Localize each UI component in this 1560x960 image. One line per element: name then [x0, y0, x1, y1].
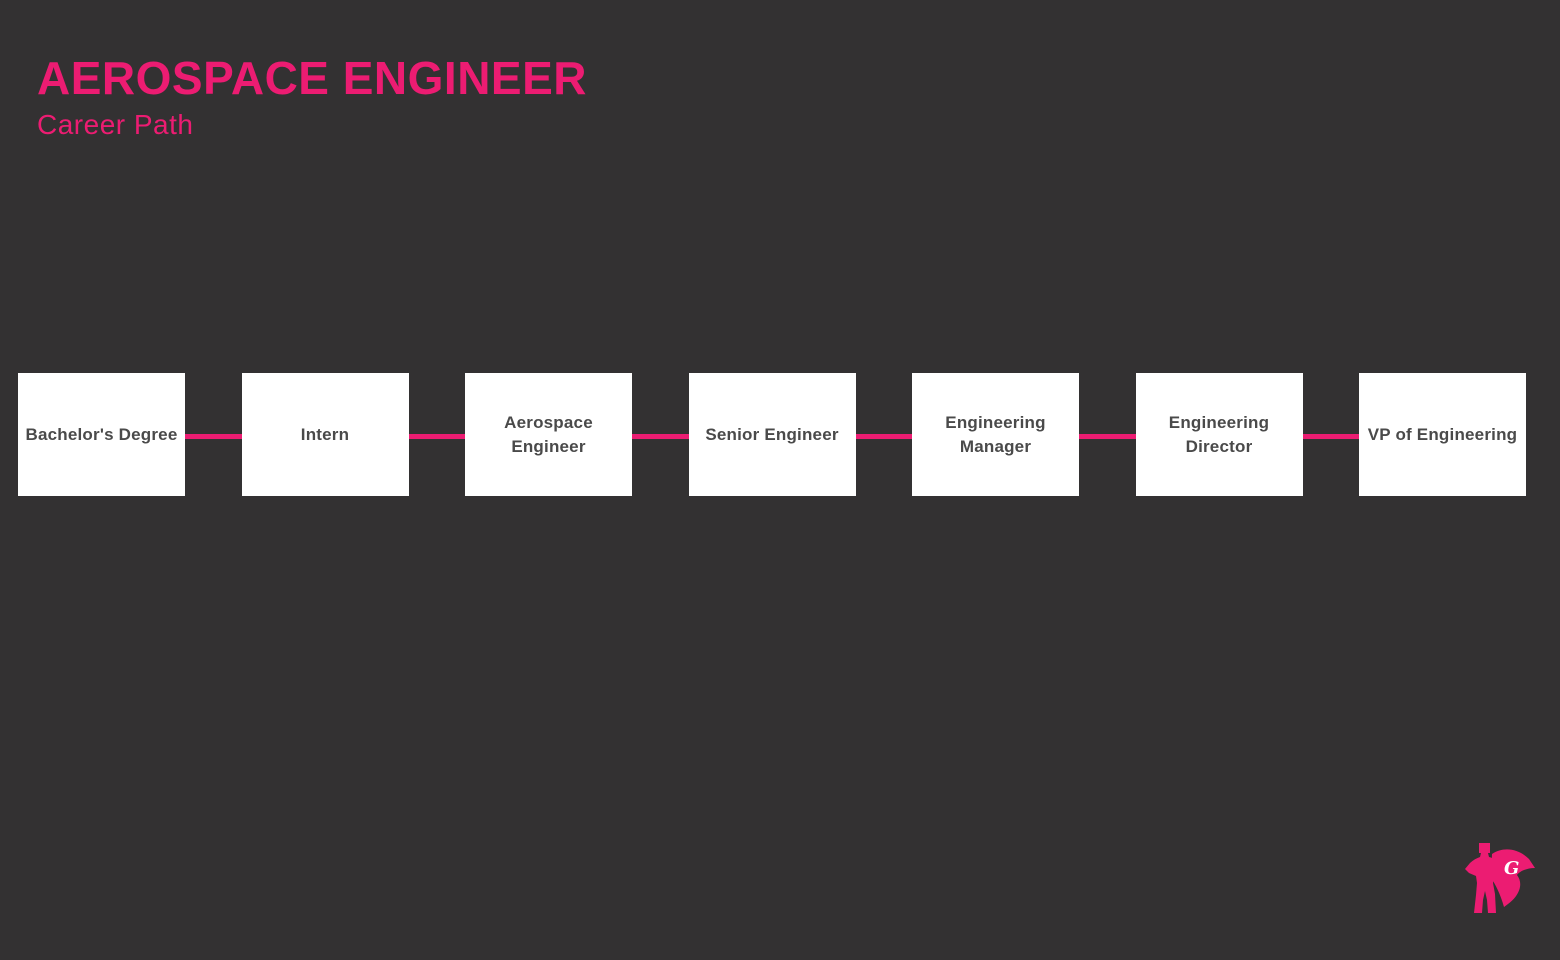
career-step-label: Bachelor's Degree [25, 424, 178, 444]
career-step-card: VP of Engineering [1359, 373, 1526, 496]
career-step-label: Senior Engineer [705, 424, 839, 444]
career-steps-row: Bachelor's Degree Intern Aerospace Engin… [18, 373, 1526, 496]
career-step-card: Senior Engineer [688, 373, 856, 496]
career-path-flow: Bachelor's Degree Intern Aerospace Engin… [18, 373, 1526, 496]
header: AEROSPACE ENGINEER Career Path [37, 54, 587, 141]
page-title: AEROSPACE ENGINEER [37, 52, 588, 104]
career-step-label: VP of Engineering [1367, 424, 1518, 444]
career-step-label: Engineering Director [1168, 412, 1270, 456]
career-step-card: Bachelor's Degree [18, 373, 185, 496]
career-step-label: Aerospace Engineer [504, 412, 593, 456]
career-step-card: Engineering Manager [912, 373, 1079, 496]
career-step-label: Engineering Manager [945, 412, 1046, 456]
career-step-card: Engineering Director [1135, 373, 1303, 496]
superhero-mascot-icon: G [1465, 843, 1535, 913]
logo-letter: G [1504, 858, 1519, 879]
career-step-label: Intern [300, 424, 350, 444]
career-step-card: Aerospace Engineer [465, 373, 632, 496]
page-subtitle: Career Path [37, 109, 194, 141]
career-step-card: Intern [241, 373, 409, 496]
